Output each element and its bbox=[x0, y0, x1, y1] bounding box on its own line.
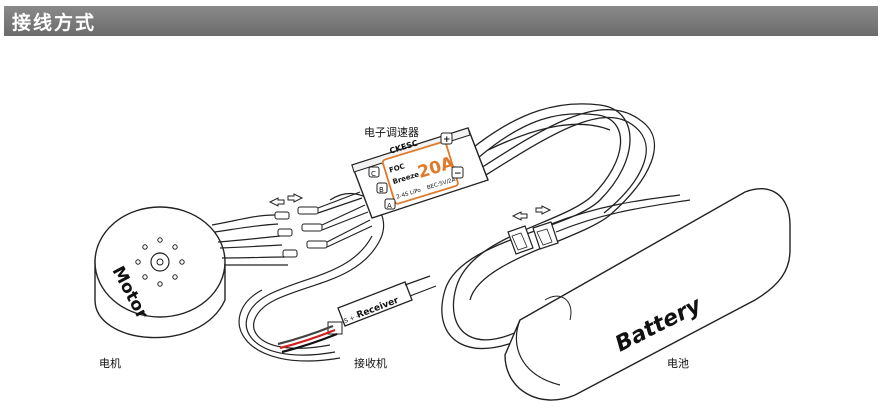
esc-pad-c: C bbox=[368, 166, 380, 178]
connect-arrows-battery-icon bbox=[511, 205, 552, 221]
esc-plus-terminal: + bbox=[440, 132, 453, 145]
connect-arrows-motor-icon bbox=[268, 193, 304, 207]
receiver: Receiver S + - bbox=[327, 275, 437, 335]
svg-text:A: A bbox=[387, 202, 392, 210]
battery-connector bbox=[507, 194, 691, 255]
bullet-connectors-motor bbox=[274, 211, 298, 258]
esc-pad-b: B bbox=[376, 182, 388, 194]
esc-pad-a: A bbox=[384, 198, 396, 210]
section-title: 接线方式 bbox=[12, 12, 97, 34]
esc-minus-terminal: − bbox=[451, 166, 464, 179]
label-motor: 电机 bbox=[99, 356, 121, 370]
svg-text:+: + bbox=[443, 135, 451, 145]
esc-phase-wires bbox=[317, 191, 373, 248]
label-receiver: 接收机 bbox=[354, 356, 387, 370]
receiver-wire-loop bbox=[238, 193, 385, 362]
section-header-bar: 接线方式 bbox=[4, 6, 878, 36]
esc-battery-wire-loop bbox=[441, 103, 656, 349]
bullet-connectors-esc bbox=[297, 206, 328, 249]
svg-text:−: − bbox=[454, 169, 462, 179]
motor: Motor bbox=[94, 206, 226, 339]
motor-phase-wires bbox=[211, 214, 288, 266]
receiver-pins: S + - bbox=[343, 313, 359, 325]
svg-text:C: C bbox=[371, 170, 376, 178]
receiver-signal-wires bbox=[277, 324, 338, 354]
svg-text:B: B bbox=[379, 186, 384, 194]
esc-controller: CKESC FOC Breeze 20A 2-4S LiPo BEC:5V/2A… bbox=[351, 127, 489, 219]
label-esc: 电子调速器 bbox=[364, 126, 419, 139]
label-battery: 电池 bbox=[667, 357, 689, 370]
